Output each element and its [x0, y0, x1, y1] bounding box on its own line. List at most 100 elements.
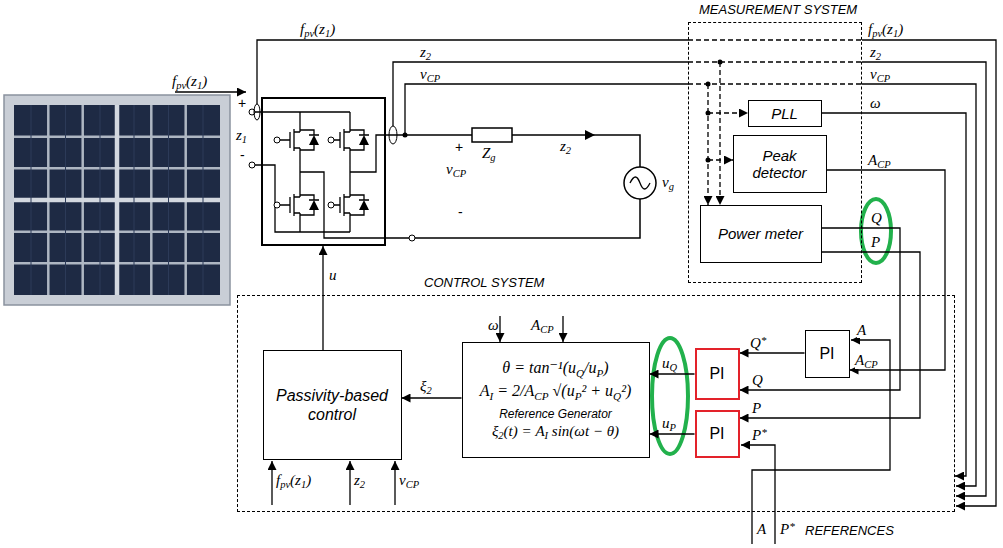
pi-controller: PI	[695, 348, 740, 400]
subscript: P	[575, 390, 582, 402]
junction-dot	[718, 60, 723, 65]
signal-label: P*	[780, 522, 795, 538]
signal-label: ACP	[531, 318, 554, 334]
dashed-signal	[707, 84, 708, 205]
subscript: 1	[197, 80, 202, 91]
panel-terminal	[249, 162, 255, 168]
subscript: Q	[576, 367, 584, 379]
junction-dot	[706, 111, 711, 116]
grid-impedance	[472, 128, 512, 142]
subscript: 2	[426, 51, 431, 62]
box-label: Reference Generator	[499, 407, 612, 422]
signal-label: Zg	[482, 146, 496, 162]
signal-label: z2	[560, 139, 571, 155]
signal-label: REFERENCES	[805, 523, 894, 538]
signal-label: ACP	[868, 153, 891, 169]
dashed-signal	[688, 40, 862, 84]
signal-wires	[175, 40, 996, 544]
signal-connector	[650, 373, 695, 374]
signal-label: +	[455, 140, 463, 155]
subscript: CP	[877, 159, 890, 170]
superscript: *	[761, 426, 767, 438]
signal-label: ACP	[855, 353, 878, 369]
signal-label: ω	[870, 96, 881, 111]
panel-cells	[14, 105, 220, 295]
signal-label: Q	[752, 373, 763, 388]
process-box: Peak detector	[733, 135, 827, 193]
signal-label: -	[240, 148, 245, 163]
highlight-ellipse	[652, 338, 688, 454]
signal-label: vCP	[870, 67, 890, 83]
subscript: CP	[877, 73, 890, 84]
subscript: g	[669, 181, 674, 192]
control-signal	[322, 246, 323, 350]
box-label: PI	[709, 424, 724, 443]
signal-label: fpv(z1)	[300, 22, 335, 38]
gate-terminal	[328, 137, 334, 143]
junction-dot	[706, 82, 711, 87]
input-stub	[271, 461, 272, 505]
subscript: I	[489, 390, 493, 402]
dashed-signal	[719, 62, 720, 205]
gate-terminal	[274, 202, 280, 208]
signal-label: P	[871, 235, 880, 250]
subscript: g	[490, 152, 495, 163]
signal-connector	[740, 352, 805, 353]
cell-grid-cross	[14, 105, 220, 295]
signal-label: fpv(z1)	[172, 74, 207, 90]
box-label: PI	[709, 364, 724, 383]
box-label: AI = 2/ACP √(uP² + uQ²)	[480, 380, 632, 403]
subscript: 2	[360, 479, 365, 490]
subscript: pv	[176, 80, 186, 91]
measurement-group: PLLPeak detectorPower meterMEASUREMENT S…	[688, 22, 862, 283]
subscript: I	[545, 430, 549, 441]
signal-label: Q*	[750, 336, 766, 352]
cell-lines	[31, 105, 203, 295]
subscript: 2	[566, 145, 571, 156]
signal-label: uQ	[662, 356, 677, 372]
signal-label: uP	[662, 416, 676, 432]
signal-label: ξ2	[420, 379, 432, 395]
subscript: 1	[325, 28, 330, 39]
highlight-ellipse	[861, 199, 891, 263]
signal-connector	[740, 252, 921, 418]
subscript: 2	[426, 385, 431, 396]
subscript: CP	[453, 168, 466, 179]
current-arrow	[585, 130, 595, 140]
signal-label: fpv(z1)	[868, 22, 903, 38]
subscript: P	[597, 367, 604, 379]
subscript: pv	[280, 479, 290, 490]
cell-grid	[14, 105, 220, 295]
signal-label: z2	[354, 473, 365, 489]
signal-connector	[650, 433, 695, 434]
signal-label: P	[752, 401, 761, 416]
subscript: CP	[864, 359, 877, 370]
diode-bars	[309, 135, 369, 200]
subscript: 1	[301, 479, 306, 490]
panel-frame	[4, 95, 230, 305]
signal-label: P*	[752, 428, 767, 444]
subscript: 1	[242, 134, 247, 145]
subscript: P	[670, 422, 676, 433]
power-wires	[252, 112, 640, 238]
signal-label: z2	[420, 45, 431, 61]
subscript: 1	[893, 28, 898, 39]
signal-bus	[257, 40, 996, 506]
dashed-signal	[708, 112, 748, 113]
pv-panel	[4, 95, 230, 305]
grid-circuit	[249, 104, 656, 241]
superscript: *	[789, 520, 795, 532]
signal-label: z2	[870, 45, 881, 61]
pi-controller: PI	[805, 330, 850, 378]
inverter	[262, 98, 385, 245]
signal-label: Q	[871, 211, 882, 226]
subscript: CP	[534, 390, 548, 402]
control-group: Passivity-based controlθ = tan⁻¹(uQ/uP)A…	[237, 295, 955, 512]
group-heading: MEASUREMENT SYSTEM	[699, 2, 857, 18]
junctions	[706, 60, 723, 163]
subscript: pv	[872, 28, 882, 39]
gate-terminal	[328, 202, 334, 208]
subscript: 2	[876, 51, 881, 62]
signal-label: ω	[488, 318, 499, 333]
